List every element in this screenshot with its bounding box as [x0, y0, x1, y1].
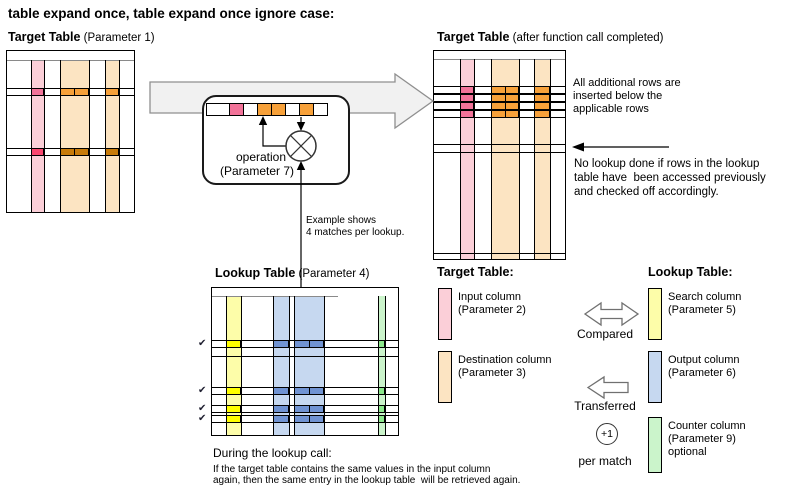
input-column-swatch [438, 288, 452, 340]
note-during-line-1: If the target table contains the same va… [213, 464, 491, 475]
note-example-line-2: 4 matches per lookup. [306, 227, 405, 238]
note-inserted-line-1: All additional rows are [573, 77, 681, 89]
search-column-label-2: (Parameter 5) [668, 304, 736, 316]
plus-one-badge: +1 [596, 423, 618, 445]
strip-cell [313, 103, 328, 116]
operation-row-strip [206, 103, 328, 116]
note-no-lookup-line-1: No lookup done if rows in the lookup [574, 158, 760, 170]
highlighted-row [7, 88, 134, 96]
target-table-before-title-rest: (Parameter 1) [80, 32, 155, 44]
page-title: table expand once, table expand once ign… [8, 6, 335, 21]
highlighted-row [434, 86, 565, 94]
per-match-label: per match [578, 454, 632, 468]
note-no-lookup-line-3: and checked off accordingly. [574, 186, 719, 198]
row-checked-icon: ✔ [198, 385, 207, 396]
target-table-after [433, 50, 566, 260]
input-column-label-2: (Parameter 2) [458, 304, 526, 316]
transferred-label: Transferred [574, 399, 636, 413]
counter-column-swatch [648, 417, 662, 473]
note-inserted-line-3: applicable rows [573, 103, 649, 115]
output-column-swatch [648, 351, 662, 403]
operation-parameter-label: (Parameter 7) [219, 164, 295, 178]
target-table-before-title-bold: Target Table [8, 30, 81, 44]
counter-column-label-2: (Parameter 9) [668, 433, 736, 445]
strip-cell [271, 103, 286, 116]
strip-cell [229, 103, 244, 116]
strip-cell [285, 103, 300, 116]
highlighted-row [434, 94, 565, 102]
highlighted-row [434, 110, 565, 118]
destination-column-swatch [438, 351, 452, 403]
strip-cell [257, 103, 272, 116]
output-column-label-1: Output column [668, 354, 740, 366]
note-example-line-1: Example shows [306, 215, 377, 226]
transferred-arrow-icon [586, 375, 629, 400]
destination-column-label-1: Destination column [458, 354, 552, 366]
highlighted-row [212, 405, 398, 413]
operation-label: operation [235, 150, 287, 164]
highlighted-row [434, 102, 565, 110]
lookup-table-title-rest: (Parameter 4) [295, 268, 370, 280]
counter-column-label-3: optional [668, 446, 707, 458]
highlighted-row [212, 415, 398, 423]
lookup-table-title-bold: Lookup Table [215, 266, 296, 280]
row-checked-icon: ✔ [198, 413, 207, 424]
legend-target-header: Target Table: [437, 265, 514, 279]
target-table-after-title-bold: Target Table [437, 30, 510, 44]
legend-lookup-header: Lookup Table: [648, 265, 733, 279]
target-table-before [6, 50, 135, 213]
output-column-label-2: (Parameter 6) [668, 367, 736, 379]
counter-column-label-1: Counter column [668, 420, 746, 432]
search-column-label-1: Search column [668, 291, 742, 303]
note-inserted-line-2: inserted below the [573, 90, 663, 102]
target-table-after-title: Target Table (after function call comple… [437, 30, 664, 45]
lookup-table-title: Lookup Table (Parameter 4) [215, 266, 369, 281]
highlighted-row [212, 340, 398, 348]
strip-cell [206, 103, 230, 116]
compared-double-arrow-icon [583, 301, 640, 327]
lookup-table [211, 287, 399, 436]
highlighted-row [212, 387, 398, 395]
note-during-title: During the lookup call: [213, 446, 332, 460]
no-lookup-arrow-head [572, 142, 584, 152]
destination-column-label-2: (Parameter 3) [458, 367, 526, 379]
note-no-lookup-line-2: table have been accessed previously [574, 172, 766, 184]
row-checked-icon: ✔ [198, 338, 207, 349]
compared-label: Compared [576, 327, 634, 341]
input-column-label-1: Input column [458, 291, 521, 303]
note-during-line-2: again, then the same entry in the lookup… [213, 475, 521, 486]
highlighted-row [7, 148, 134, 156]
target-table-before-title: Target Table (Parameter 1) [8, 30, 155, 45]
search-column-swatch [648, 288, 662, 340]
strip-cell [299, 103, 314, 116]
target-table-after-title-rest: (after function call completed) [509, 32, 664, 44]
strip-cell [243, 103, 258, 116]
row-checked-icon: ✔ [198, 403, 207, 414]
